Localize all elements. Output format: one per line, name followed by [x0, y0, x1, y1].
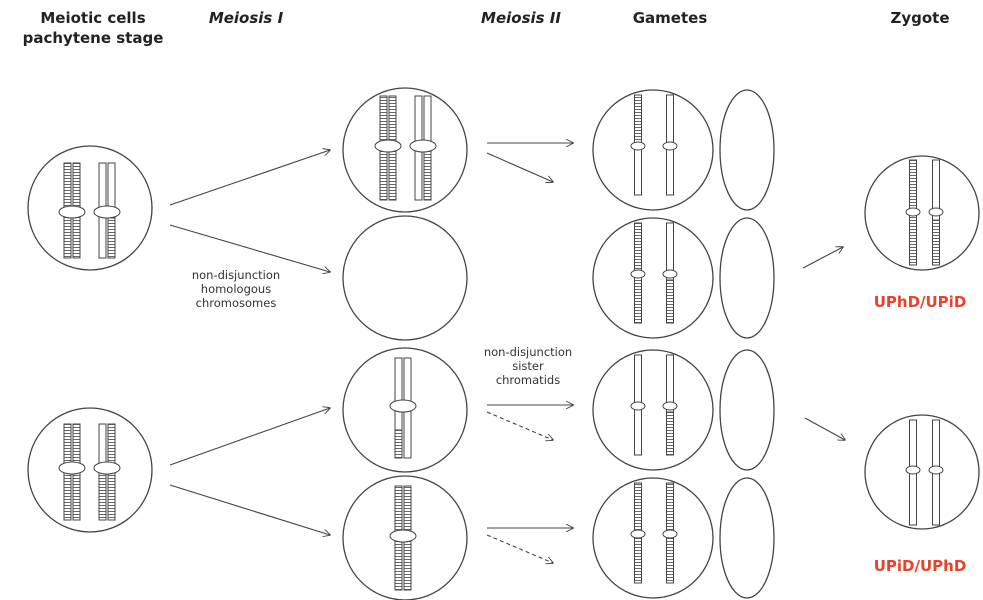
- arrow-meiosis1-bottom-down: [169, 484, 330, 535]
- header-meiosis-2: Meiosis II: [481, 9, 561, 27]
- arrow-zygote-bottom: [804, 417, 845, 440]
- chromosome: [409, 95, 437, 201]
- arrow-dashed-3: [486, 411, 553, 440]
- meiosis1-cell-1: [342, 87, 468, 213]
- gamete-cell-1: [592, 89, 714, 211]
- chromatid: [630, 354, 646, 456]
- chromosome-maternal: [93, 162, 121, 259]
- result-bottom: UPiD/UPhD: [873, 557, 967, 575]
- gamete-empty-1: [719, 89, 775, 211]
- chromosome-maternal: [93, 423, 121, 521]
- chromatid: [905, 419, 921, 526]
- zygote-cell-bottom: [864, 414, 980, 530]
- gamete-empty-4: [719, 477, 775, 599]
- chromosome: [374, 95, 402, 201]
- meiosis1-cell-4: [342, 475, 468, 600]
- arrow-meiosis2-1b: [486, 152, 553, 182]
- chromatid: [905, 159, 921, 266]
- gamete-cell-3: [592, 349, 714, 471]
- chromatid: [928, 419, 944, 526]
- chromatid: [630, 222, 646, 324]
- chromatid: [662, 482, 678, 584]
- meiotic-cell-bottom: [27, 407, 153, 533]
- chromosome-paternal: [58, 423, 86, 521]
- header-zygote: Zygote: [890, 9, 950, 27]
- chromatid: [662, 94, 678, 196]
- chromatid: [630, 94, 646, 196]
- chromatid: [662, 222, 678, 324]
- note-homologous-nondisjunction: non-disjunction homologous chromosomes: [191, 268, 281, 310]
- header-meiotic-cells: Meiotic cells pachytene stage: [22, 9, 164, 47]
- chromosome-paternal: [58, 162, 86, 259]
- header-gametes: Gametes: [632, 9, 708, 27]
- chromatid: [630, 482, 646, 584]
- chromatid: [662, 354, 678, 456]
- meiotic-cell-top: [27, 145, 153, 271]
- chromosome: [389, 485, 417, 591]
- gamete-cell-4: [592, 477, 714, 599]
- result-top: UPhD/UPiD: [873, 293, 967, 311]
- arrow-meiosis1-top-up: [169, 150, 330, 206]
- gamete-cell-2: [592, 217, 714, 339]
- chromatid: [928, 159, 944, 266]
- arrow-zygote-top: [802, 247, 843, 269]
- arrow-dashed-4: [486, 534, 553, 563]
- gamete-empty-3: [719, 349, 775, 471]
- arrow-meiosis1-bottom-up: [169, 408, 330, 466]
- header-meiosis-1: Meiosis I: [208, 9, 284, 27]
- meiosis1-cell-3: [342, 347, 468, 473]
- gamete-empty-2: [719, 217, 775, 339]
- arrow-meiosis1-top-down: [169, 224, 330, 272]
- zygote-cell-top: [864, 155, 980, 271]
- note-sister-nondisjunction: non-disjunction sister chromatids: [483, 345, 573, 387]
- chromosome: [389, 357, 417, 459]
- meiosis1-cell-2-empty: [342, 215, 468, 341]
